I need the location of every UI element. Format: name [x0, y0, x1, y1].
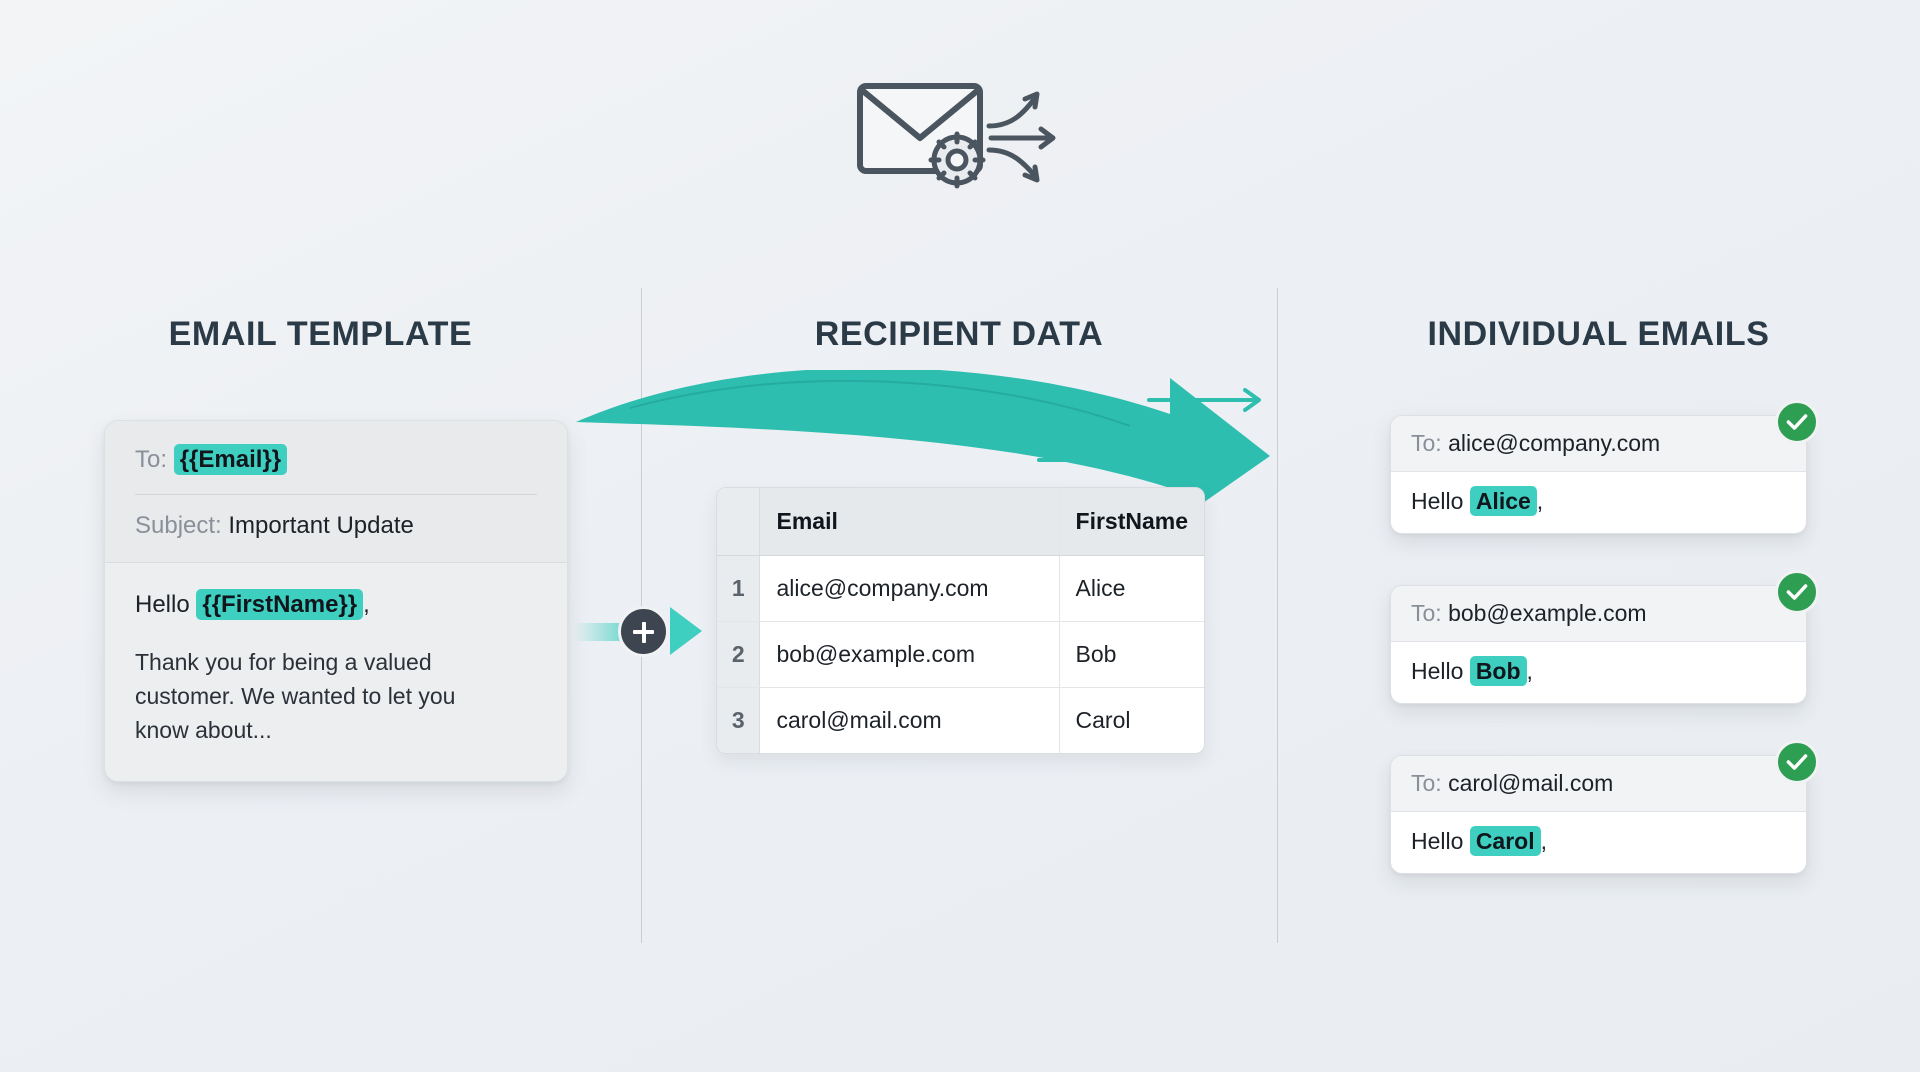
individual-email-card[interactable]: To: bob@example.com Hello Bob,: [1390, 585, 1807, 704]
email-template-body: Hello {{FirstName}}, Thank you for being…: [105, 561, 567, 781]
email-card-greeting-suffix: ,: [1540, 828, 1547, 854]
cell-firstname: Bob: [1059, 621, 1204, 688]
row-number: 3: [717, 687, 761, 753]
email-card-greeting: Hello Alice,: [1391, 472, 1806, 533]
email-card-greeting: Hello Carol,: [1391, 812, 1806, 873]
template-firstname-token: {{FirstName}}: [196, 588, 364, 620]
section-heading-recipient-data: RECIPIENT DATA: [814, 315, 1104, 353]
template-body-paragraph: Thank you for being a valued customer. W…: [135, 648, 456, 743]
template-subject-label: Subject:: [135, 511, 222, 539]
email-card-greeting: Hello Bob,: [1391, 642, 1806, 703]
check-icon: [1775, 400, 1819, 444]
section-heading-email-template: EMAIL TEMPLATE: [168, 315, 473, 353]
template-greeting-prefix: Hello: [135, 590, 190, 618]
cell-email: alice@company.com: [759, 555, 1060, 622]
email-card-to-value: carol@mail.com: [1448, 770, 1614, 796]
check-icon: [1775, 570, 1819, 614]
email-card-to-label: To:: [1411, 430, 1442, 456]
table-row[interactable]: 3 carol@mail.com Carol: [717, 687, 1204, 753]
template-greeting-line: Hello {{FirstName}},: [135, 588, 537, 620]
template-greeting-suffix: ,: [363, 590, 370, 618]
email-card-greeting-prefix: Hello: [1411, 828, 1464, 854]
email-card-greeting-suffix: ,: [1526, 658, 1533, 684]
accent-arrow-bottom: [1037, 448, 1165, 472]
check-icon: [1775, 740, 1819, 784]
email-card-greeting-suffix: ,: [1536, 488, 1544, 514]
email-card-to-row: To: carol@mail.com: [1391, 756, 1806, 812]
section-heading-individual-emails: INDIVIDUAL EMAILS: [1427, 315, 1770, 353]
cell-email: bob@example.com: [759, 621, 1060, 688]
cell-firstname: Alice: [1059, 555, 1204, 622]
email-card-name: Carol: [1469, 826, 1541, 856]
email-card-greeting-prefix: Hello: [1411, 658, 1464, 684]
cell-firstname: Carol: [1059, 687, 1204, 753]
template-subject-row: Subject: Important Update: [135, 509, 537, 544]
email-card-to-value: alice@company.com: [1448, 430, 1661, 456]
accent-arrow-top: [1147, 388, 1261, 412]
email-card-to-value: bob@example.com: [1448, 600, 1647, 626]
column-header-firstname: FirstName: [1059, 488, 1204, 556]
column-header-rownum: [717, 488, 761, 556]
table-row[interactable]: 1 alice@company.com Alice: [717, 555, 1204, 622]
merge-connector: [574, 602, 704, 662]
email-card-to-label: To:: [1411, 770, 1442, 796]
plus-icon: [618, 606, 669, 657]
table-header-row: Email FirstName: [717, 488, 1204, 556]
template-to-row: To: {{Email}}: [135, 443, 537, 478]
table-row[interactable]: 2 bob@example.com Bob: [717, 621, 1204, 688]
column-header-email: Email: [759, 488, 1060, 556]
template-header-divider: [135, 493, 537, 495]
email-template-card[interactable]: To: {{Email}} Subject: Important Update …: [104, 420, 568, 782]
email-card-name: Alice: [1469, 486, 1537, 516]
merge-arrowhead-icon: [670, 607, 702, 655]
email-card-name: Bob: [1469, 656, 1527, 686]
template-to-label: To:: [135, 446, 168, 473]
template-email-token: {{Email}}: [173, 444, 288, 475]
email-card-to-row: To: bob@example.com: [1391, 586, 1806, 642]
row-number: 2: [717, 621, 761, 688]
individual-email-card[interactable]: To: carol@mail.com Hello Carol,: [1390, 755, 1807, 874]
recipient-data-table[interactable]: Email FirstName 1 alice@company.com Alic…: [716, 487, 1205, 754]
individual-email-card[interactable]: To: alice@company.com Hello Alice,: [1390, 415, 1807, 534]
cell-email: carol@mail.com: [759, 687, 1060, 753]
envelope-gear-arrows-icon: [857, 83, 1056, 189]
row-number: 1: [717, 555, 761, 622]
email-card-to-label: To:: [1411, 600, 1442, 626]
template-subject-value: Important Update: [228, 511, 414, 539]
email-card-greeting-prefix: Hello: [1411, 488, 1464, 514]
email-card-to-row: To: alice@company.com: [1391, 416, 1806, 472]
email-template-header: To: {{Email}} Subject: Important Update: [105, 421, 567, 562]
column-divider-right: [1277, 288, 1278, 943]
